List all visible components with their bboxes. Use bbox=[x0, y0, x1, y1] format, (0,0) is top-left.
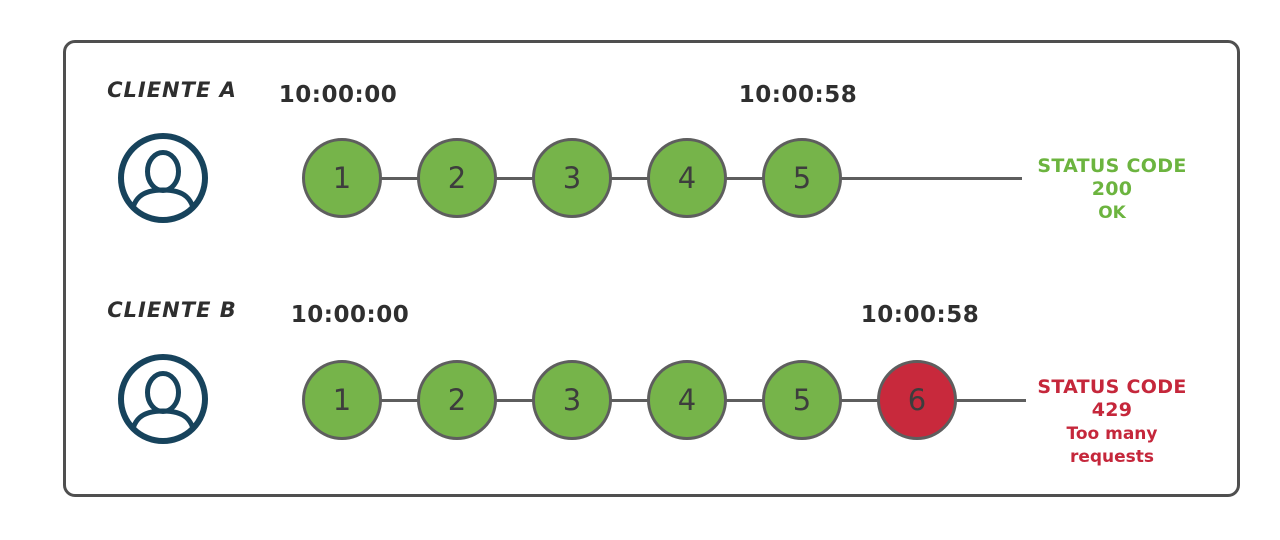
request-circle: 2 bbox=[417, 138, 497, 218]
diagram-frame bbox=[63, 40, 1240, 497]
row-b-start-timestamp: 10:00:00 bbox=[290, 302, 410, 328]
user-icon bbox=[118, 354, 208, 444]
request-circle: 4 bbox=[647, 138, 727, 218]
status-code-text: STATUS CODE 200 bbox=[1037, 155, 1187, 200]
status-message-text: Too many requests bbox=[1066, 424, 1158, 467]
request-circle: 5 bbox=[762, 138, 842, 218]
request-circle: 4 bbox=[647, 360, 727, 440]
status-code-text: STATUS CODE 429 bbox=[1037, 376, 1187, 421]
row-b-status: STATUS CODE 429 Too many requests bbox=[1022, 376, 1202, 469]
request-circle: 1 bbox=[302, 360, 382, 440]
client-b-avatar bbox=[116, 352, 210, 446]
request-circle: 1 bbox=[302, 138, 382, 218]
request-circle-blocked: 6 bbox=[877, 360, 957, 440]
request-circle: 3 bbox=[532, 138, 612, 218]
user-icon bbox=[118, 133, 208, 223]
row-a-start-timestamp: 10:00:00 bbox=[278, 82, 398, 108]
client-a-label: CLIENTE A bbox=[107, 78, 237, 102]
row-a-end-timestamp: 10:00:58 bbox=[738, 82, 858, 108]
request-circle: 3 bbox=[532, 360, 612, 440]
request-circle: 2 bbox=[417, 360, 497, 440]
status-message-text: OK bbox=[1098, 203, 1126, 223]
row-b-end-timestamp: 10:00:58 bbox=[860, 302, 980, 328]
client-a-avatar bbox=[116, 131, 210, 225]
client-b-label: CLIENTE B bbox=[107, 298, 237, 322]
row-a-status: STATUS CODE 200 OK bbox=[1022, 155, 1202, 225]
request-circle: 5 bbox=[762, 360, 842, 440]
